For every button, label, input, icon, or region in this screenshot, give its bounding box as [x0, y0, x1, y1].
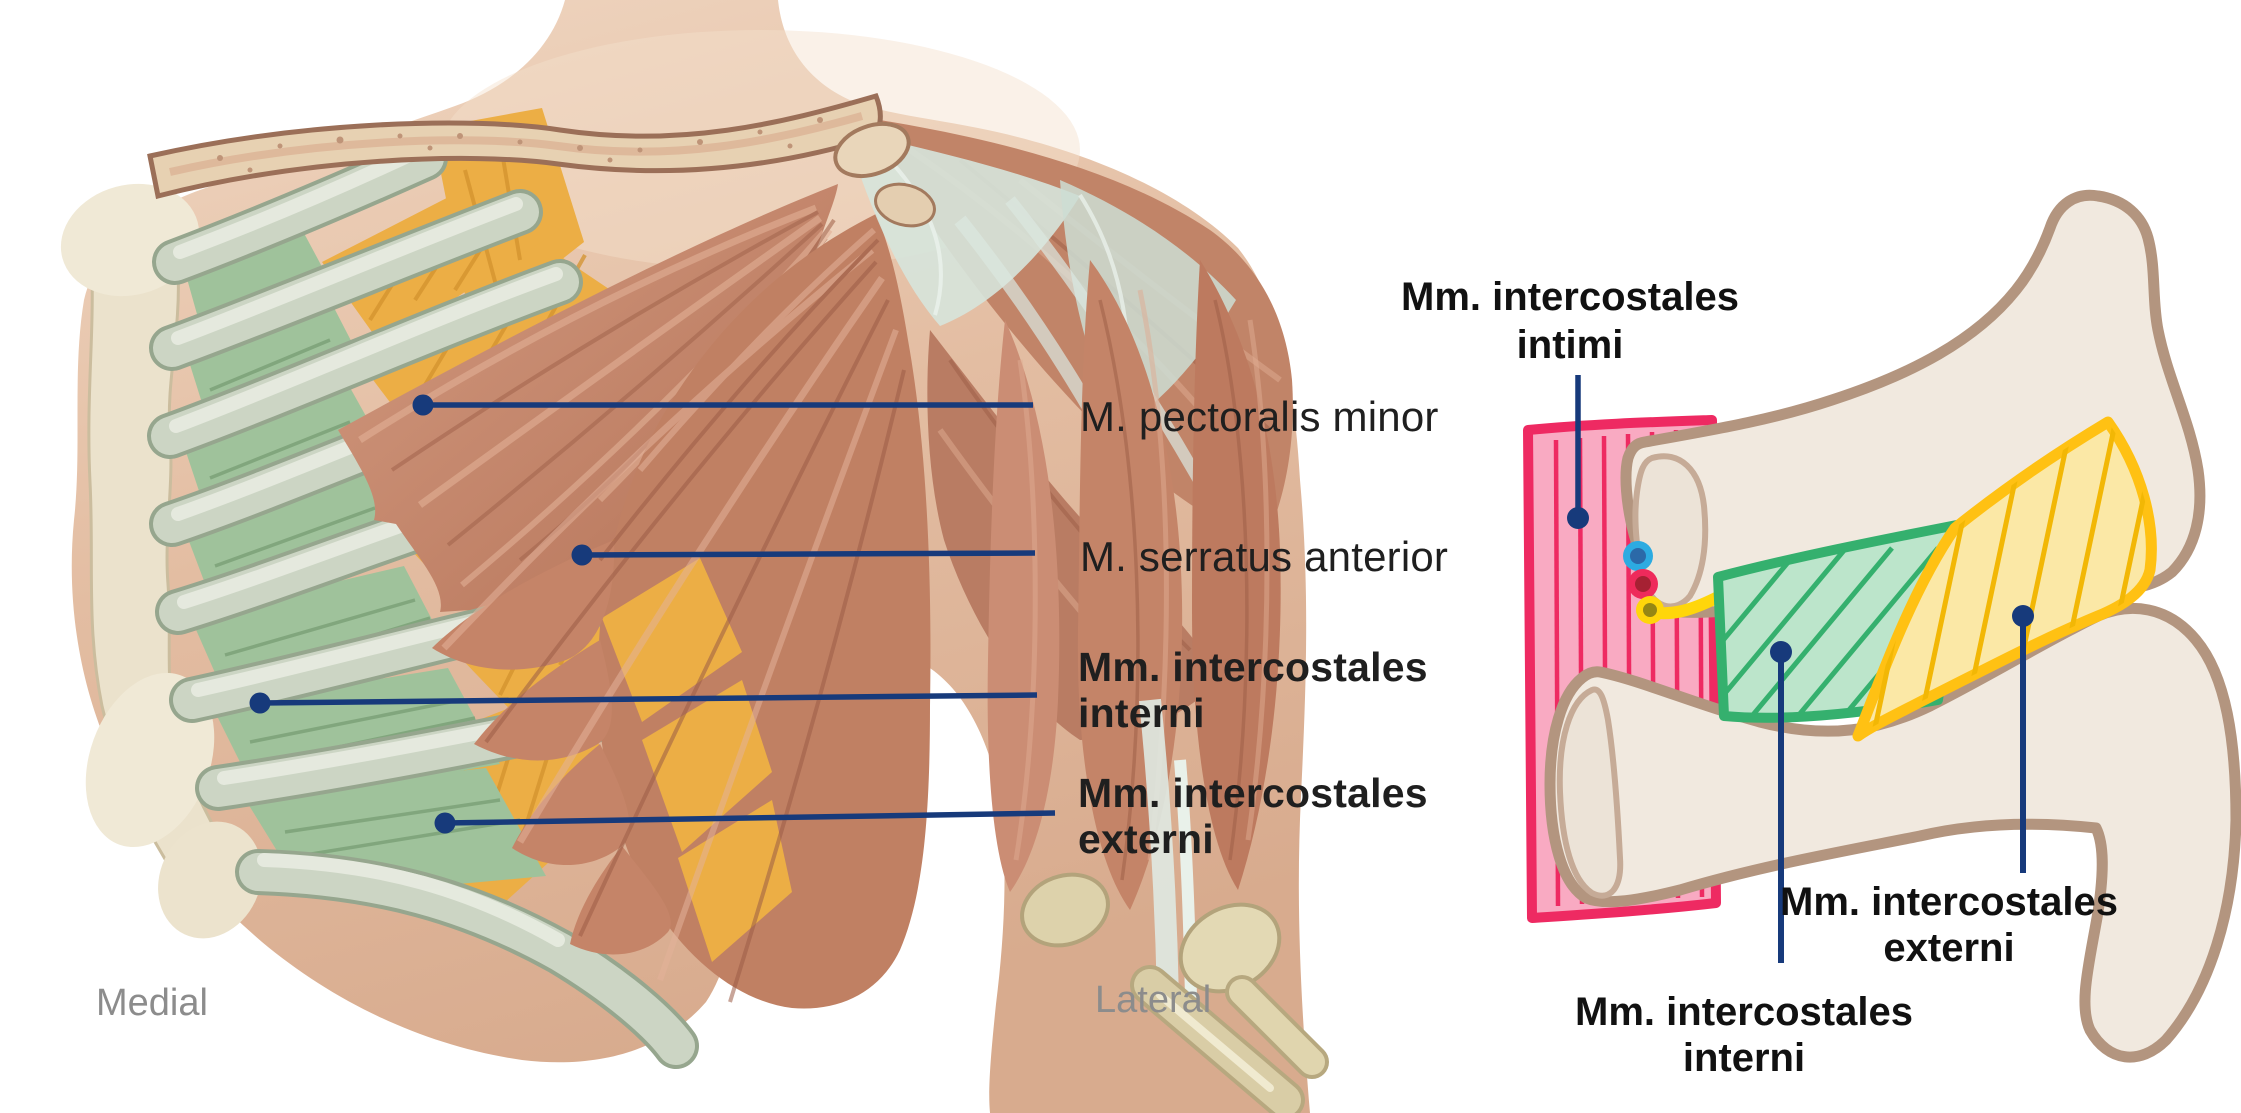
- label-serratus-anterior: M. serratus anterior: [1080, 533, 1449, 580]
- clavicle: [147, 92, 936, 228]
- elbow-bones: [1020, 872, 1329, 1113]
- label-line-2: interni: [1682, 1036, 1806, 1080]
- leader-dot-pectoralis: [412, 394, 434, 416]
- label-line-1: Mm. intercostales: [1078, 770, 1428, 816]
- label-line-1: Mm. intercostales: [1780, 880, 2118, 924]
- label-intercostales-externi-right: Mm. intercostales externi: [1739, 879, 2159, 971]
- bone-speckle: [217, 117, 823, 173]
- label-intercostales-intimi: Mm. intercostales intimi: [1370, 273, 1770, 369]
- leader-dot-interni-right: [1770, 641, 1792, 663]
- lower-rib-cut-surface: [1556, 686, 1624, 899]
- orientation-lateral: Lateral: [1095, 979, 1212, 1021]
- leader-dot-externi: [434, 812, 456, 834]
- arm-muscles: [987, 260, 1281, 1041]
- leader-dot-intimi: [1567, 507, 1589, 529]
- triceps-tendon: [1139, 698, 1179, 1001]
- label-line-1: Mm. intercostales: [1575, 990, 1913, 1034]
- leader-dot-externi-right: [2012, 605, 2034, 627]
- label-line-2: interni: [1078, 690, 1205, 736]
- rib-schematic: [1523, 189, 2241, 1063]
- leader-dot-interni: [249, 692, 271, 714]
- leader-serratus: [581, 550, 1036, 558]
- leader-externi: [444, 810, 1056, 826]
- label-line-2: externi: [1883, 926, 2015, 970]
- label-intercostales-interni-right: Mm. intercostales interni: [1534, 989, 1954, 1081]
- upper-rib-cut-surface: [1632, 453, 1709, 610]
- leader-lines-left: [249, 394, 1056, 834]
- orientation-medial: Medial: [96, 982, 208, 1024]
- label-line-2: externi: [1078, 816, 1214, 862]
- thorax-shoulder-illustration: [60, 0, 1329, 1113]
- leader-interni: [259, 692, 1038, 706]
- coracoid-process: [833, 121, 911, 179]
- label-line-1: Mm. intercostales: [1401, 275, 1739, 319]
- leader-dot-serratus: [571, 544, 593, 566]
- label-line-1: Mm. intercostales: [1078, 644, 1428, 690]
- leader-lines-right: [1567, 375, 2034, 963]
- lower-rib: [1544, 602, 2241, 1063]
- label-intercostales-externi-left: Mm. intercostales externi: [1078, 770, 1428, 862]
- neurovascular-bundle: [1623, 541, 1722, 624]
- label-line-2: intimi: [1516, 323, 1624, 367]
- label-intercostales-interni-left: Mm. intercostales interni: [1078, 644, 1428, 736]
- label-pectoralis-minor: M. pectoralis minor: [1080, 393, 1439, 440]
